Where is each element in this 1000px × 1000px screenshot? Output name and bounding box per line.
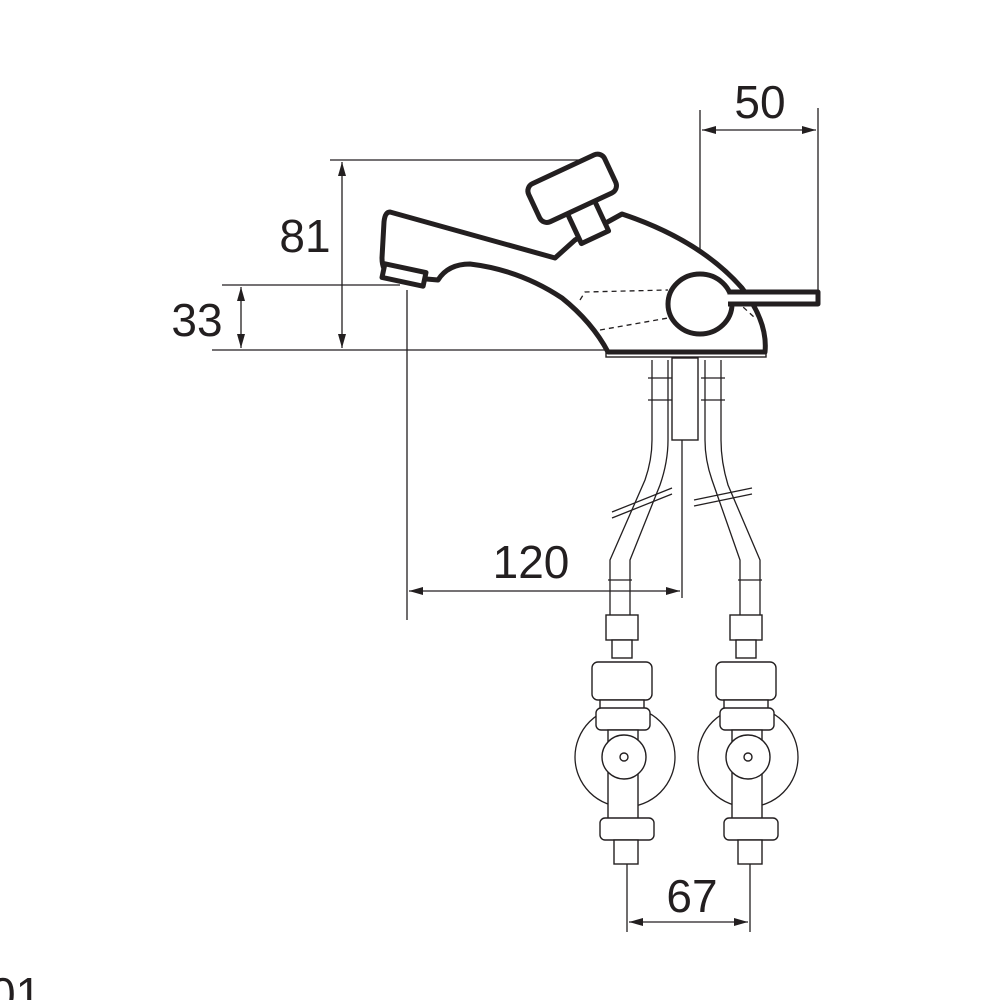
lever <box>728 289 821 307</box>
dimension-label-81: 81 <box>279 210 330 262</box>
dimension-label-120: 120 <box>493 536 570 588</box>
dimension-label-33: 33 <box>171 294 222 346</box>
valve-left <box>574 614 676 865</box>
push-button <box>525 151 619 247</box>
lever-hub <box>665 271 735 337</box>
corner-label: 01 <box>0 968 41 1000</box>
dimension-label-50: 50 <box>734 76 785 128</box>
dimension-label-67: 67 <box>666 870 717 922</box>
faucet-body <box>379 151 821 358</box>
valve-right <box>697 614 799 865</box>
supply-hoses <box>608 357 762 615</box>
aerator <box>379 261 429 289</box>
